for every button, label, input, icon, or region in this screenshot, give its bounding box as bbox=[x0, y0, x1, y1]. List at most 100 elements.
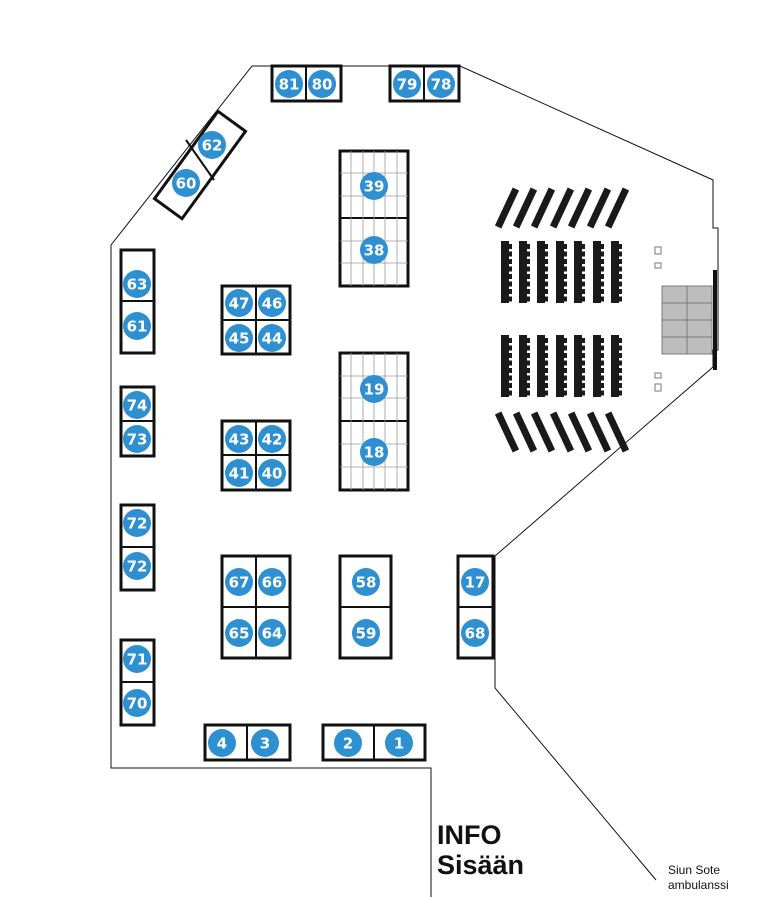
booth-marker[interactable]: 72 bbox=[123, 552, 151, 580]
booth-marker[interactable]: 73 bbox=[123, 425, 151, 453]
booth-marker-circle bbox=[258, 324, 286, 352]
seat bbox=[509, 375, 512, 381]
seat bbox=[601, 390, 604, 396]
seat bbox=[619, 383, 622, 388]
booth-marker[interactable]: 71 bbox=[123, 645, 151, 673]
booth-number: 59 bbox=[356, 625, 377, 643]
seat bbox=[582, 259, 585, 264]
seat bbox=[564, 274, 567, 279]
seat bbox=[564, 353, 567, 358]
booth-marker[interactable]: 47 bbox=[225, 289, 253, 317]
seat bbox=[582, 296, 585, 302]
booth-marker-circle bbox=[334, 729, 362, 757]
seat bbox=[582, 274, 585, 279]
booth-marker[interactable]: 60 bbox=[172, 169, 200, 197]
booth-marker-circle bbox=[225, 459, 253, 487]
booth-marker[interactable]: 2 bbox=[334, 729, 362, 757]
booth-marker-circle bbox=[123, 425, 151, 453]
booth-number: 73 bbox=[127, 431, 148, 449]
seat bbox=[509, 281, 512, 287]
booth-number: 67 bbox=[229, 574, 250, 592]
booth-marker[interactable]: 45 bbox=[225, 324, 253, 352]
booth-marker[interactable]: 78 bbox=[427, 70, 455, 98]
seat-row bbox=[604, 187, 630, 229]
booth-number: 4 bbox=[217, 735, 227, 753]
seat bbox=[619, 266, 622, 272]
booth-marker[interactable]: 79 bbox=[393, 70, 421, 98]
booth-marker[interactable]: 46 bbox=[258, 289, 286, 317]
seat bbox=[619, 289, 622, 294]
seat bbox=[564, 259, 567, 264]
seat bbox=[564, 281, 567, 287]
seat bbox=[564, 338, 567, 343]
seat bbox=[509, 289, 512, 294]
booth-marker-circle bbox=[172, 169, 200, 197]
booth-marker[interactable]: 72 bbox=[123, 509, 151, 537]
seat bbox=[527, 353, 530, 358]
seat bbox=[582, 345, 585, 351]
booth-marker[interactable]: 65 bbox=[225, 619, 253, 647]
booth-marker[interactable]: 81 bbox=[275, 70, 303, 98]
seat-row bbox=[556, 241, 564, 303]
seat bbox=[527, 338, 530, 343]
booth-marker-circle bbox=[352, 568, 380, 596]
booth-number: 81 bbox=[279, 76, 300, 94]
seat bbox=[619, 353, 622, 358]
booth-marker[interactable]: 42 bbox=[258, 425, 286, 453]
seat bbox=[509, 345, 512, 351]
booth-marker[interactable]: 1 bbox=[385, 729, 413, 757]
seat-row bbox=[530, 187, 556, 229]
booth-marker[interactable]: 59 bbox=[352, 619, 380, 647]
seat bbox=[582, 353, 585, 358]
booth-marker[interactable]: 58 bbox=[352, 568, 380, 596]
booth-number: 65 bbox=[229, 625, 250, 643]
seat bbox=[545, 289, 548, 294]
seat-row bbox=[549, 187, 575, 229]
booth-marker[interactable]: 80 bbox=[308, 70, 336, 98]
booth-marker[interactable]: 19 bbox=[360, 375, 388, 403]
booth-marker[interactable]: 39 bbox=[360, 172, 388, 200]
booth-marker[interactable]: 18 bbox=[360, 438, 388, 466]
booth-marker[interactable]: 43 bbox=[225, 425, 253, 453]
booth-number: 17 bbox=[465, 574, 486, 592]
seat bbox=[619, 296, 622, 302]
booth-marker[interactable]: 4 bbox=[208, 729, 236, 757]
booth-marker[interactable]: 66 bbox=[258, 568, 286, 596]
seat bbox=[509, 296, 512, 302]
booth-marker-circle bbox=[123, 312, 151, 340]
seat bbox=[545, 360, 548, 366]
seat bbox=[509, 360, 512, 366]
booth-marker[interactable]: 70 bbox=[123, 689, 151, 717]
booth-marker[interactable]: 67 bbox=[225, 568, 253, 596]
booth-marker[interactable]: 3 bbox=[251, 729, 279, 757]
seat-row bbox=[574, 241, 582, 303]
booth-marker[interactable]: 40 bbox=[258, 459, 286, 487]
booth-marker-circle bbox=[275, 70, 303, 98]
booth-number: 3 bbox=[260, 735, 270, 753]
seat bbox=[564, 244, 567, 249]
booth-marker[interactable]: 17 bbox=[461, 568, 489, 596]
seat bbox=[582, 368, 585, 373]
booth-marker[interactable]: 38 bbox=[360, 236, 388, 264]
ambulance-label-line2: ambulanssi bbox=[668, 878, 729, 892]
seat bbox=[619, 360, 622, 366]
seat bbox=[545, 281, 548, 287]
seat bbox=[564, 368, 567, 373]
seat bbox=[619, 259, 622, 264]
booth-marker[interactable]: 63 bbox=[123, 270, 151, 298]
booth-marker[interactable]: 74 bbox=[123, 391, 151, 419]
seat bbox=[601, 353, 604, 358]
booth-marker[interactable]: 41 bbox=[225, 459, 253, 487]
booth-number: 45 bbox=[229, 330, 250, 348]
seat bbox=[564, 296, 567, 302]
booth-marker[interactable]: 44 bbox=[258, 324, 286, 352]
booth-marker[interactable]: 64 bbox=[258, 619, 286, 647]
booth-marker[interactable]: 68 bbox=[461, 619, 489, 647]
seat bbox=[509, 244, 512, 249]
booth-marker[interactable]: 62 bbox=[198, 131, 226, 159]
seat bbox=[545, 353, 548, 358]
booth-marker[interactable]: 61 bbox=[123, 312, 151, 340]
booth-number: 46 bbox=[262, 295, 283, 313]
booth-marker-circle bbox=[225, 568, 253, 596]
